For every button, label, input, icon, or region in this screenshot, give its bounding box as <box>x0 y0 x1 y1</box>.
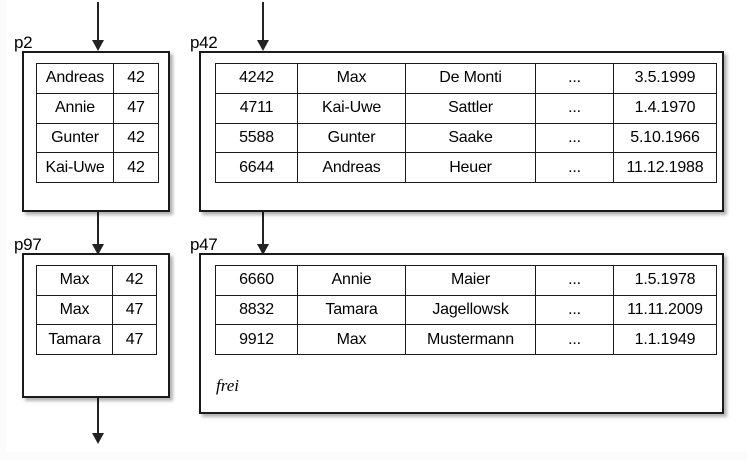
page-label-p42: p42 <box>190 33 218 52</box>
grid-p2: Andreas 42 Annie 47 Gunter 42 Kai-Uwe 42 <box>36 63 159 183</box>
arrow-into-p42 <box>257 2 269 52</box>
table-row: 6660 Annie Maier ... 1.5.1978 <box>215 265 717 296</box>
cell-date: 11.11.2009 <box>613 294 717 326</box>
cell-name: Annie <box>36 92 114 124</box>
cell-bucket: 47 <box>113 92 159 124</box>
cell-lastname: Jagellowsk <box>405 294 536 326</box>
cell-name: Gunter <box>36 122 114 154</box>
arrow-p42-to-p47 <box>257 212 269 258</box>
grid-body-p47: 6660 Annie Maier ... 1.5.1978 8832 Tamar… <box>215 265 717 355</box>
grid-body-p2: Andreas 42 Annie 47 Gunter 42 Kai-Uwe 42 <box>36 63 159 183</box>
cell-lastname: Maier <box>405 265 536 296</box>
cell-id: 4242 <box>215 63 298 94</box>
cell-bucket: 47 <box>112 324 157 355</box>
table-row: 5588 Gunter Saake ... 5.10.1966 <box>215 122 717 154</box>
cell-firstname: Annie <box>297 265 406 296</box>
cell-id: 8832 <box>215 294 298 326</box>
cell-more: ... <box>535 63 614 94</box>
arrow-p2-to-p97 <box>92 212 104 258</box>
table-row: Max 42 <box>36 265 157 296</box>
cell-name: Tamara <box>36 324 113 355</box>
cell-firstname: Andreas <box>297 152 406 183</box>
page-label-p47: p47 <box>190 235 218 254</box>
cell-name: Kai-Uwe <box>36 152 114 183</box>
cell-id: 6644 <box>215 152 298 183</box>
cell-bucket: 42 <box>112 265 157 296</box>
table-row: 4242 Max De Monti ... 3.5.1999 <box>215 63 717 94</box>
cell-lastname: De Monti <box>405 63 536 94</box>
table-row: 9912 Max Mustermann ... 1.1.1949 <box>215 324 717 355</box>
cell-id: 9912 <box>215 324 298 355</box>
cell-id: 5588 <box>215 122 298 154</box>
table-row: Tamara 47 <box>36 324 157 355</box>
cell-name: Max <box>36 265 113 296</box>
table-row: Annie 47 <box>36 92 159 124</box>
cell-firstname: Kai-Uwe <box>297 92 406 124</box>
table-row: Kai-Uwe 42 <box>36 152 159 183</box>
grid-p97: Max 42 Max 47 Tamara 47 <box>36 265 157 355</box>
cell-lastname: Saake <box>405 122 536 154</box>
cell-id: 6660 <box>215 265 298 296</box>
grid-body-p97: Max 42 Max 47 Tamara 47 <box>36 265 157 355</box>
free-space-label: frei <box>216 376 239 395</box>
cell-lastname: Sattler <box>405 92 536 124</box>
grid-p42: 4242 Max De Monti ... 3.5.1999 4711 Kai-… <box>215 63 717 183</box>
cell-date: 1.4.1970 <box>613 92 717 124</box>
cell-name: Max <box>36 294 113 326</box>
arrow-out-of-p97 <box>92 397 104 447</box>
cell-date: 5.10.1966 <box>613 122 717 154</box>
grid-p47: 6660 Annie Maier ... 1.5.1978 8832 Tamar… <box>215 265 717 355</box>
arrow-into-p2 <box>92 2 104 52</box>
cell-date: 3.5.1999 <box>613 63 717 94</box>
cell-more: ... <box>535 92 614 124</box>
cell-lastname: Heuer <box>405 152 536 183</box>
cell-firstname: Max <box>297 63 406 94</box>
grid-body-p42: 4242 Max De Monti ... 3.5.1999 4711 Kai-… <box>215 63 717 183</box>
cell-firstname: Tamara <box>297 294 406 326</box>
cell-more: ... <box>535 324 614 355</box>
cell-date: 1.5.1978 <box>613 265 717 296</box>
table-row: Gunter 42 <box>36 122 159 154</box>
cell-bucket: 42 <box>113 122 159 154</box>
cell-more: ... <box>535 152 614 183</box>
cell-date: 1.1.1949 <box>613 324 717 355</box>
cell-id: 4711 <box>215 92 298 124</box>
cell-more: ... <box>535 265 614 296</box>
cell-firstname: Max <box>297 324 406 355</box>
cell-firstname: Gunter <box>297 122 406 154</box>
cell-bucket: 42 <box>113 63 159 94</box>
cell-lastname: Mustermann <box>405 324 536 355</box>
cell-more: ... <box>535 122 614 154</box>
table-row: Andreas 42 <box>36 63 159 94</box>
cell-bucket: 42 <box>113 152 159 183</box>
cell-bucket: 47 <box>112 294 157 326</box>
table-row: 4711 Kai-Uwe Sattler ... 1.4.1970 <box>215 92 717 124</box>
page-label-p2: p2 <box>14 33 33 52</box>
table-row: 6644 Andreas Heuer ... 11.12.1988 <box>215 152 717 183</box>
table-row: 8832 Tamara Jagellowsk ... 11.11.2009 <box>215 294 717 326</box>
page-label-p97: p97 <box>14 235 42 254</box>
cell-more: ... <box>535 294 614 326</box>
cell-date: 11.12.1988 <box>613 152 717 183</box>
table-row: Max 47 <box>36 294 157 326</box>
cell-name: Andreas <box>36 63 114 94</box>
